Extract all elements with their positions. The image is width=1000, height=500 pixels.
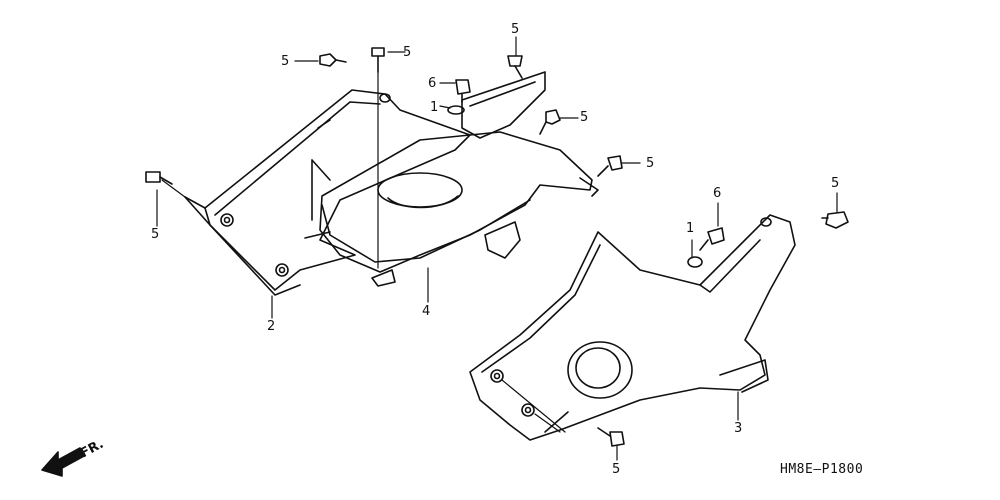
front-direction-arrow-icon (41, 447, 85, 477)
washer-icon (447, 105, 465, 115)
callout-1: 1 (430, 100, 439, 115)
bolt-icon (319, 53, 347, 67)
bolt-icon (699, 227, 725, 251)
diagram-code: HM8E—P1800 (780, 462, 864, 477)
clip-icon (821, 211, 849, 229)
callout-5: 5 (403, 45, 412, 60)
callout-5: 5 (511, 22, 520, 37)
bolt-icon (507, 55, 523, 79)
callout-5: 5 (151, 227, 160, 242)
callout-2: 2 (267, 319, 276, 334)
callout-6: 6 (428, 76, 437, 91)
right-side-panel (469, 214, 796, 441)
bolt-icon (597, 155, 623, 177)
center-cover (304, 71, 599, 287)
bolt-icon (371, 47, 385, 73)
washer-icon (687, 256, 703, 268)
callout-5: 5 (831, 176, 840, 191)
callout-6: 6 (713, 186, 722, 201)
callout-5: 5 (281, 54, 290, 69)
left-side-panel (184, 89, 471, 296)
callout-1: 1 (686, 221, 695, 236)
callout-5: 5 (612, 462, 621, 477)
bolt-icon (145, 171, 173, 185)
leader-lines (156, 36, 838, 461)
bolt-icon (597, 427, 625, 447)
bolt-icon (539, 109, 561, 135)
callout-5: 5 (646, 156, 655, 171)
callout-4: 4 (422, 304, 431, 319)
bolt-icon (455, 79, 471, 103)
callout-3: 3 (734, 421, 743, 436)
callout-5: 5 (580, 110, 589, 125)
